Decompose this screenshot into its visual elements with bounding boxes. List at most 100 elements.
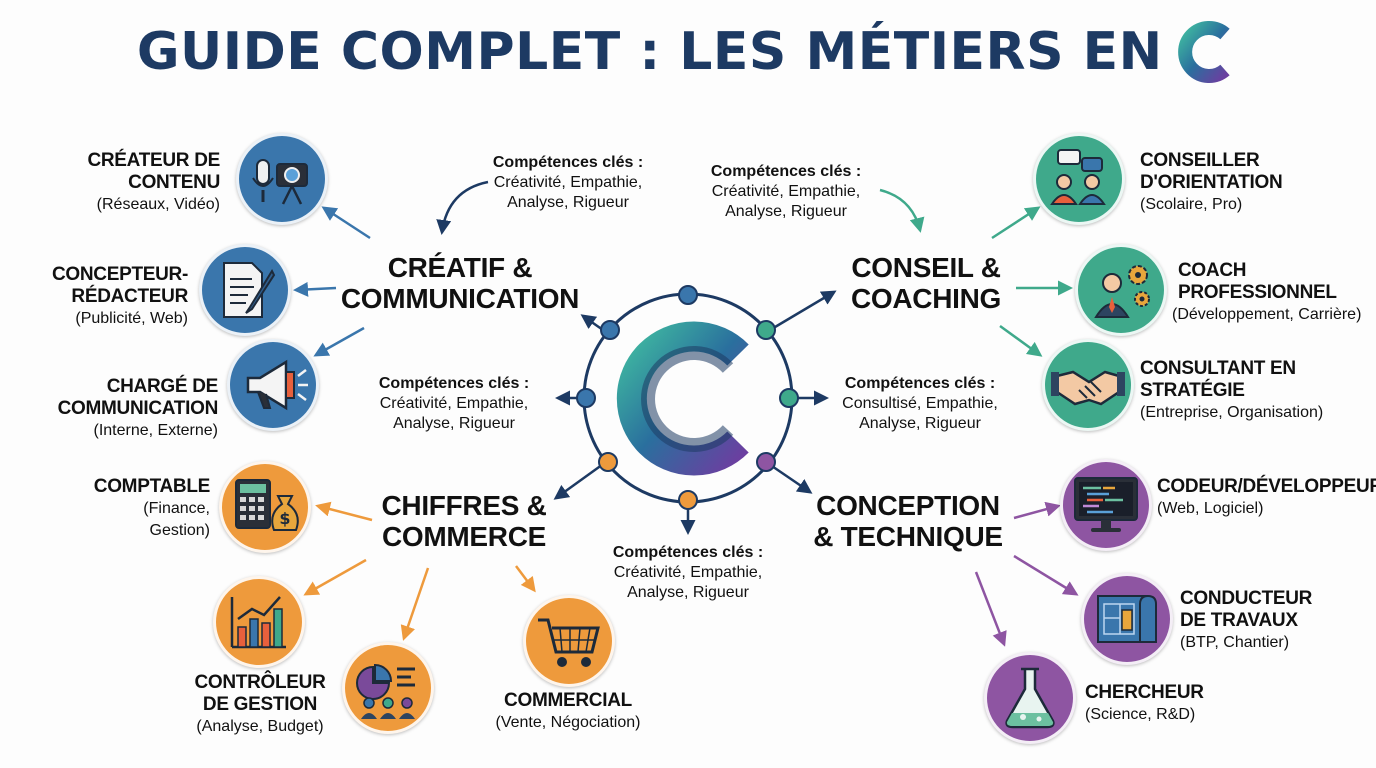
ring-node: [600, 320, 620, 340]
job-name: CHARGÉ DE: [106, 376, 219, 397]
svg-text:$: $: [279, 509, 290, 528]
job-desc: (Vente, Négociation): [495, 714, 641, 731]
category-chiffres: CHIFFRES & COMMERCE: [364, 490, 564, 552]
page-title: GUIDE COMPLET : LES MÉTIERS EN: [0, 20, 1376, 84]
job-name: CONDUCTEUR: [1180, 588, 1313, 609]
job-comptable: COMPTABLE (Finance, Gestion): [60, 476, 211, 542]
arrow-ring-to-chiffres: [553, 460, 607, 500]
competences-line: Consultisé, Empathie,: [842, 395, 998, 412]
category-line: COMMERCE: [381, 521, 547, 552]
job-name: CONSULTANT EN: [1140, 358, 1296, 379]
blueprint-icon: [1081, 573, 1173, 665]
job-name: CRÉATEUR DE: [87, 150, 220, 171]
ring-node: [678, 490, 698, 510]
arrow-to-concepteur: [293, 281, 337, 297]
job-desc: (Interne, Externe): [93, 422, 219, 439]
arrow-comp-top-left: [436, 180, 489, 235]
competences-title: Compétences clés :: [844, 375, 996, 392]
computer-code-icon: [1060, 459, 1152, 551]
arrow-to-chercheur: [974, 571, 1007, 647]
category-line: COACHING: [850, 283, 1002, 314]
microphone-camera-icon: [236, 133, 328, 225]
category-line: & TECHNIQUE: [813, 521, 1003, 552]
competences-line: Analyse, Rigueur: [627, 584, 749, 601]
job-createur: CRÉATEUR DE CONTENU (Réseaux, Vidéo): [40, 150, 220, 216]
job-conducteur: CONDUCTEUR DE TRAVAUX (BTP, Chantier): [1180, 588, 1360, 654]
ring-node: [576, 388, 596, 408]
job-desc: (Entreprise, Organisation): [1140, 404, 1324, 421]
job-desc: (Scolaire, Pro): [1140, 196, 1243, 213]
job-desc: (Analyse, Budget): [196, 718, 324, 735]
arrow-to-codeur: [1013, 501, 1061, 520]
arrow-to-consultant: [999, 324, 1043, 357]
arrow-to-createur: [321, 206, 371, 240]
ring-node: [779, 388, 799, 408]
arrow-ring-to-conseil: [769, 290, 837, 332]
competences-mid-left: Compétences clés : Créativité, Empathie,…: [356, 374, 552, 434]
competences-line: Analyse, Rigueur: [507, 194, 629, 211]
job-name: COACH: [1178, 260, 1247, 281]
category-line: CRÉATIF &: [387, 252, 533, 283]
presentation-team-icon: [342, 642, 434, 734]
ring-node: [756, 452, 776, 472]
job-desc: (BTP, Chantier): [1180, 634, 1290, 651]
job-desc: (Web, Logiciel): [1157, 500, 1264, 517]
job-name: DE TRAVAUX: [1180, 610, 1298, 631]
arrow-to-conseiller: [991, 206, 1041, 240]
job-desc: (Publicité, Web): [75, 310, 188, 327]
competences-line: Analyse, Rigueur: [393, 415, 515, 432]
category-line: COMMUNICATION: [340, 283, 580, 314]
job-name: CODEUR/DÉVELOPPEUR: [1157, 476, 1376, 497]
arrow-to-comptable: [315, 501, 373, 522]
job-desc: (Développement, Carrière): [1172, 306, 1362, 323]
title-c-logo-icon: [1178, 21, 1230, 83]
handshake-icon: [1042, 339, 1134, 431]
job-name: COMPTABLE: [93, 476, 211, 497]
job-name: RÉDACTEUR: [71, 286, 188, 307]
job-desc: (Réseaux, Vidéo): [96, 196, 220, 213]
category-creatif: CRÉATIF & COMMUNICATION: [330, 252, 590, 314]
job-desc: (Science, R&D): [1085, 706, 1196, 723]
competences-bottom: Compétences clés : Créativité, Empathie,…: [590, 543, 786, 603]
arrow-to-presentation: [400, 567, 430, 641]
job-name: CONSEILLER: [1140, 150, 1260, 171]
job-codeur: CODEUR/DÉVELOPPEUR (Web, Logiciel): [1157, 476, 1376, 520]
arrow-to-charge: [313, 326, 365, 357]
category-line: CHIFFRES &: [381, 490, 547, 521]
category-line: CONCEPTION: [816, 490, 1000, 521]
job-name: CHERCHEUR: [1085, 682, 1204, 703]
job-conseiller: CONSEILLER D'ORIENTATION (Scolaire, Pro): [1140, 150, 1340, 216]
title-text: GUIDE COMPLET : LES MÉTIERS EN: [136, 22, 1163, 82]
job-name: D'ORIENTATION: [1140, 172, 1283, 193]
arrow-to-commercial: [515, 565, 536, 593]
arrow-ring-to-creatif: [580, 314, 604, 332]
arrow-comp-top-right: [879, 188, 925, 233]
shopping-cart-icon: [523, 595, 615, 687]
category-conseil: CONSEIL & COACHING: [826, 252, 1026, 314]
bar-chart-icon: [213, 576, 305, 668]
category-line: CONSEIL &: [851, 252, 1001, 283]
job-chercheur: CHERCHEUR (Science, R&D): [1085, 682, 1245, 726]
c-logo-icon: [616, 321, 749, 476]
job-name: STRATÉGIE: [1140, 380, 1245, 401]
job-name: CONTENU: [128, 172, 220, 193]
competences-line: Créativité, Empathie,: [613, 564, 763, 581]
job-name: CONCEPTEUR-: [51, 264, 188, 285]
flask-icon: [984, 652, 1076, 744]
megaphone-icon: [227, 339, 319, 431]
job-charge: CHARGÉ DE COMMUNICATION (Interne, Extern…: [20, 376, 219, 442]
job-coach: COACH PROFESSIONNEL (Développement, Carr…: [1172, 260, 1376, 326]
job-controleur: CONTRÔLEUR DE GESTION (Analyse, Budget): [170, 672, 350, 738]
job-concepteur: CONCEPTEUR- RÉDACTEUR (Publicité, Web): [0, 264, 188, 330]
competences-title: Compétences clés :: [492, 154, 644, 171]
competences-line: Créativité, Empathie,: [379, 395, 529, 412]
job-commercial: COMMERCIAL (Vente, Négociation): [470, 690, 666, 734]
ring-node: [598, 452, 618, 472]
job-desc: (Finance,: [143, 500, 210, 517]
job-name: COMMERCIAL: [504, 690, 632, 711]
calculator-moneybag-icon: $: [219, 461, 311, 553]
competences-top-right: Compétences clés : Créativité, Empathie,…: [688, 162, 884, 222]
people-chat-icon: [1033, 133, 1125, 225]
competences-title: Compétences clés :: [612, 544, 764, 561]
